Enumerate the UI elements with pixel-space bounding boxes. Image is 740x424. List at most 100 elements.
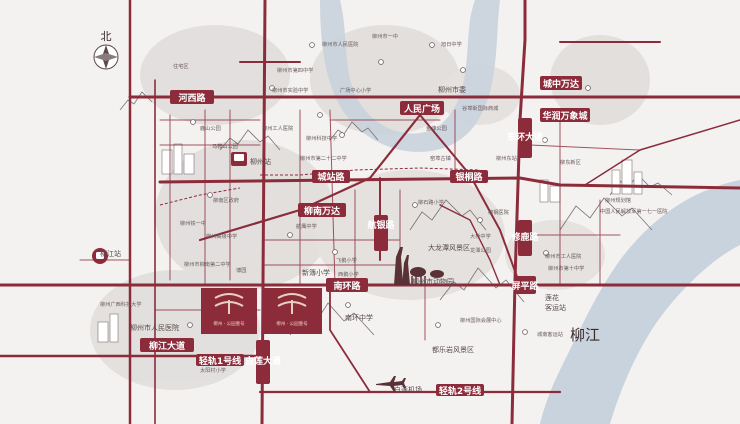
poi-label: 鹿山公园	[200, 124, 221, 132]
poi-label: 广场中心小学	[340, 86, 371, 94]
poi-label: 柳州科技中学	[306, 134, 337, 142]
poi-label: 谷埠街国际商城	[462, 104, 499, 112]
compass-north-label: 北	[101, 30, 112, 43]
svg-text:东环大道: 东环大道	[507, 131, 543, 143]
svg-text:城站路: 城站路	[317, 171, 345, 183]
train-icon-liuzhou[interactable]	[231, 152, 247, 166]
river-label: 柳江	[570, 326, 600, 344]
poi-dots	[187, 42, 591, 335]
landmark-gov: 柳州市委	[438, 85, 466, 94]
svg-text:屏平路: 屏平路	[511, 280, 539, 292]
landmark-dule: 都乐岩风景区	[432, 345, 474, 354]
landmark-liujiang-station: 柳江站	[100, 249, 121, 258]
poi-label: 柳州市第十中学	[548, 264, 584, 272]
landmark-tags[interactable]: 城中万达 华润万象城 柳南万达	[298, 76, 590, 217]
svg-text:南环路: 南环路	[333, 280, 361, 292]
zoo-illustration	[394, 247, 444, 285]
poi-label: 住宅区	[173, 62, 189, 70]
poi-label: 中国人民解放军第一七一医院	[600, 207, 668, 215]
poi-label: 鱼峰公园	[426, 124, 447, 132]
svg-text:白莲大道: 白莲大道	[245, 355, 281, 367]
poi-label: 柳州铁一中	[180, 219, 206, 227]
poi-label: 柳州市一中	[372, 32, 398, 40]
tag-chengzhan: 城站路	[312, 170, 350, 183]
poi-label: 柳州市人民医院	[322, 40, 359, 48]
landmark-mountain-park: 大龙潭风景区	[428, 243, 470, 252]
poi-label: 龙潭公园	[470, 246, 491, 254]
poi-label: 柳州市实验中学	[272, 86, 308, 94]
tag-renmin: 人民广场	[400, 101, 444, 115]
landmark-labels: 柳江站 柳州站 柳州市动物园 都乐岩风景区 南环中学 新簿小学 柳州市人民医院 …	[100, 85, 600, 394]
poi-label: 博园	[236, 266, 246, 274]
poi-label: 柳东新区	[560, 158, 581, 166]
svg-text:航银路: 航银路	[367, 219, 395, 231]
tag-pinghu: 屏平路	[511, 276, 539, 294]
buildings	[97, 143, 643, 343]
poi-label: 太阳村小学	[200, 366, 226, 374]
train-icon-liujiang[interactable]	[92, 248, 108, 264]
poi-label: 柳州规划馆	[605, 196, 631, 204]
tag-yintong: 银桐路	[450, 170, 488, 183]
poi-label: 柳州市第二十二中学	[300, 154, 347, 162]
poi-label: 大桥中学	[470, 232, 491, 240]
poi-label: 城南客运站	[537, 330, 563, 338]
tag-liunan-wanda: 柳南万达	[298, 203, 346, 217]
tag-xiuling: 修鹿路	[510, 220, 539, 256]
tag-baisha: 白莲大道	[245, 340, 281, 384]
tag-liujiang: 柳江大道	[140, 338, 194, 352]
poi-label: 柳南区政府	[213, 196, 239, 204]
tag-wanda: 城中万达	[540, 76, 582, 90]
poi-label: 飞鹅小学	[336, 256, 357, 264]
airplane-icon	[376, 376, 406, 392]
landmark-airport: 白莲机场	[394, 385, 422, 394]
landmark-xinping-school: 新簿小学	[302, 268, 330, 277]
railways	[159, 167, 481, 206]
svg-text:轻轨1号线: 轻轨1号线	[199, 355, 241, 367]
poi-labels: 住宅区 柳州市第四中学 柳州市实验中学 柳州市人民医院 广场中心小学 柳州市一中…	[100, 32, 668, 374]
svg-text:轻轨2号线: 轻轨2号线	[439, 385, 481, 397]
landmark-hospital: 柳州市人民医院	[130, 323, 179, 332]
svg-text:银桐路: 银桐路	[455, 171, 483, 183]
landmark-nanhuan-school: 南环中学	[345, 313, 373, 322]
svg-text:华润万象城: 华润万象城	[542, 110, 587, 122]
poi-label: 柳州工人医院	[262, 124, 294, 132]
poi-label: 窑埠古镇	[430, 154, 451, 162]
poi-label: 旭日中学	[441, 40, 462, 48]
poi-label: 柳州高级中学	[206, 232, 237, 240]
poi-label: 柳州东站	[496, 154, 517, 162]
landmark-zoo: 柳州市动物园	[412, 277, 454, 286]
project-site[interactable]: 柳州 · 公园壹号 柳州 · 公园壹号	[201, 288, 322, 334]
svg-text:柳南万达: 柳南万达	[304, 205, 340, 217]
svg-text:河西路: 河西路	[178, 92, 206, 104]
poi-label: 航鹰中学	[296, 222, 317, 230]
landmark-lianhua: 莲花	[545, 293, 559, 302]
svg-text:人民广场: 人民广场	[403, 103, 440, 115]
road-tags[interactable]: 河西路 人民广场 城站路 银桐路 航银路 东环大道 修鹿路 南环路 柳江大道 白…	[140, 90, 543, 397]
poi-label: 柳州国际会展中心	[460, 316, 502, 324]
tag-hexi: 河西路	[170, 90, 214, 104]
landmark-liuzhou-station: 柳州站	[250, 157, 271, 166]
poi-label: 马鞍山公园	[212, 142, 238, 150]
poi-label: 柳州市工人医院	[545, 252, 582, 260]
project-title-1: 柳州 · 公园壹号	[213, 320, 245, 327]
tag-hangyin: 航银路	[367, 215, 395, 251]
svg-text:城中万达: 城中万达	[543, 78, 579, 90]
poi-label: 柳石路小学	[418, 198, 444, 206]
tag-huarun: 华润万象城	[540, 108, 590, 122]
project-title-2: 柳州 · 公园壹号	[276, 320, 308, 327]
svg-text:柳江大道: 柳江大道	[149, 340, 185, 352]
tag-rail2: 轻轨2号线	[436, 384, 484, 397]
tag-nanhuan: 南环路	[326, 278, 368, 292]
svg-text:修鹿路: 修鹿路	[510, 231, 539, 243]
poi-label: 柳州市柳南第二中学	[184, 260, 231, 268]
poi-label: 西鹅小学	[338, 270, 359, 278]
tag-donghuan: 东环大道	[507, 118, 543, 158]
compass: 北	[93, 30, 119, 70]
tag-rail1: 轻轨1号线	[196, 354, 244, 367]
poi-label: 柳州市第四中学	[277, 66, 313, 74]
poi-label: 柳州广西科技大学	[100, 300, 142, 308]
poi-label: 柳钢医院	[488, 208, 510, 216]
landmark-keyun: 客运站	[545, 303, 566, 312]
